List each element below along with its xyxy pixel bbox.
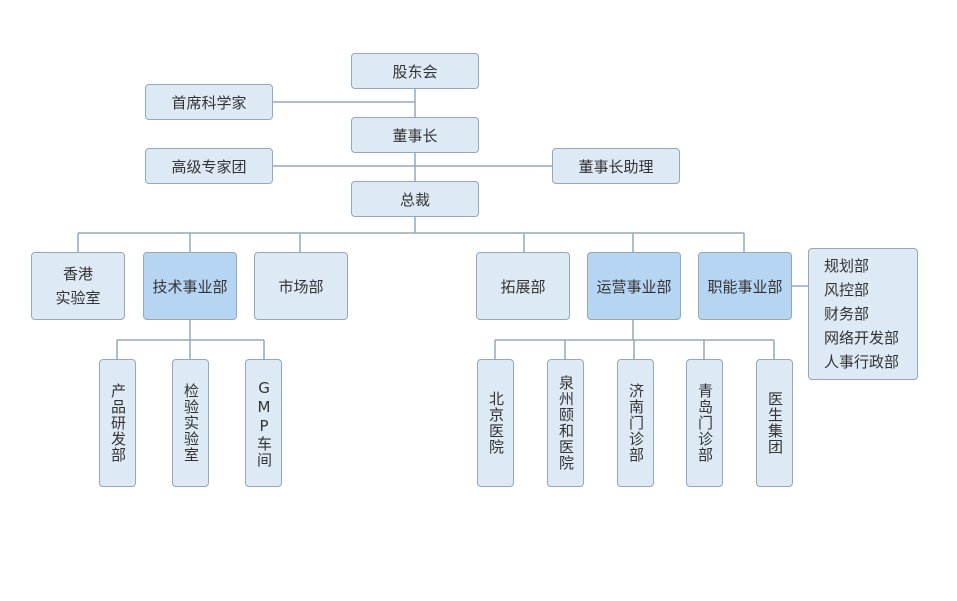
node-chairman: 董事长 bbox=[351, 117, 479, 153]
node-chief-scientist-label: 首席科学家 bbox=[171, 93, 247, 112]
node-operations-division: 运营事业部 bbox=[587, 252, 681, 320]
node-tech-division-label: 技术事业部 bbox=[152, 277, 228, 296]
functions-list-item: 财务部 bbox=[824, 305, 870, 323]
node-beijing-hospital-label: 北京医院 bbox=[487, 391, 505, 455]
node-chairman-label: 董事长 bbox=[392, 126, 438, 145]
node-operations-division-label: 运营事业部 bbox=[596, 277, 672, 296]
node-gmp-workshop: GMP车间 bbox=[245, 359, 282, 487]
node-testing-lab: 检验实验室 bbox=[172, 359, 209, 487]
node-quanzhou-hospital-label: 泉州颐和医院 bbox=[557, 375, 575, 471]
node-hk-lab-line2: 实验室 bbox=[55, 289, 101, 307]
functions-list-item: 网络开发部 bbox=[824, 329, 900, 347]
node-market-label: 市场部 bbox=[278, 277, 324, 296]
node-chief-scientist: 首席科学家 bbox=[145, 84, 273, 120]
node-expansion-label: 拓展部 bbox=[500, 277, 546, 296]
node-product-rd: 产品研发部 bbox=[99, 359, 136, 487]
node-functions-division-label: 职能事业部 bbox=[707, 277, 783, 296]
node-functions-division: 职能事业部 bbox=[698, 252, 792, 320]
node-product-rd-label: 产品研发部 bbox=[109, 383, 127, 463]
node-tech-division: 技术事业部 bbox=[143, 252, 237, 320]
node-shareholders-label: 股东会 bbox=[392, 62, 438, 81]
node-doctor-group: 医生集团 bbox=[756, 359, 793, 487]
node-president: 总裁 bbox=[351, 181, 479, 217]
node-gmp-workshop-label: GMP车间 bbox=[255, 378, 273, 468]
node-beijing-hospital: 北京医院 bbox=[477, 359, 514, 487]
node-chairman-assistant: 董事长助理 bbox=[552, 148, 680, 184]
node-shareholders: 股东会 bbox=[351, 53, 479, 89]
node-senior-experts: 高级专家团 bbox=[145, 148, 273, 184]
node-jinan-clinic: 济南门诊部 bbox=[617, 359, 654, 487]
node-chairman-assistant-label: 董事长助理 bbox=[578, 157, 654, 176]
node-qingdao-clinic: 青岛门诊部 bbox=[686, 359, 723, 487]
node-testing-lab-label: 检验实验室 bbox=[182, 383, 200, 463]
functions-list-item: 风控部 bbox=[824, 281, 870, 299]
node-senior-experts-label: 高级专家团 bbox=[171, 157, 247, 176]
node-market: 市场部 bbox=[254, 252, 348, 320]
node-hk-lab-line1: 香港 bbox=[62, 265, 93, 283]
functions-list-item: 规划部 bbox=[824, 257, 870, 275]
node-president-label: 总裁 bbox=[399, 190, 430, 209]
functions-list-item: 人事行政部 bbox=[824, 353, 900, 371]
node-doctor-group-label: 医生集团 bbox=[766, 391, 784, 455]
node-functions-list: 规划部 风控部 财务部 网络开发部 人事行政部 bbox=[808, 248, 918, 380]
node-quanzhou-hospital: 泉州颐和医院 bbox=[547, 359, 584, 487]
node-qingdao-clinic-label: 青岛门诊部 bbox=[696, 383, 714, 463]
node-jinan-clinic-label: 济南门诊部 bbox=[627, 383, 645, 463]
node-expansion: 拓展部 bbox=[476, 252, 570, 320]
node-hk-lab: 香港 实验室 bbox=[31, 252, 125, 320]
